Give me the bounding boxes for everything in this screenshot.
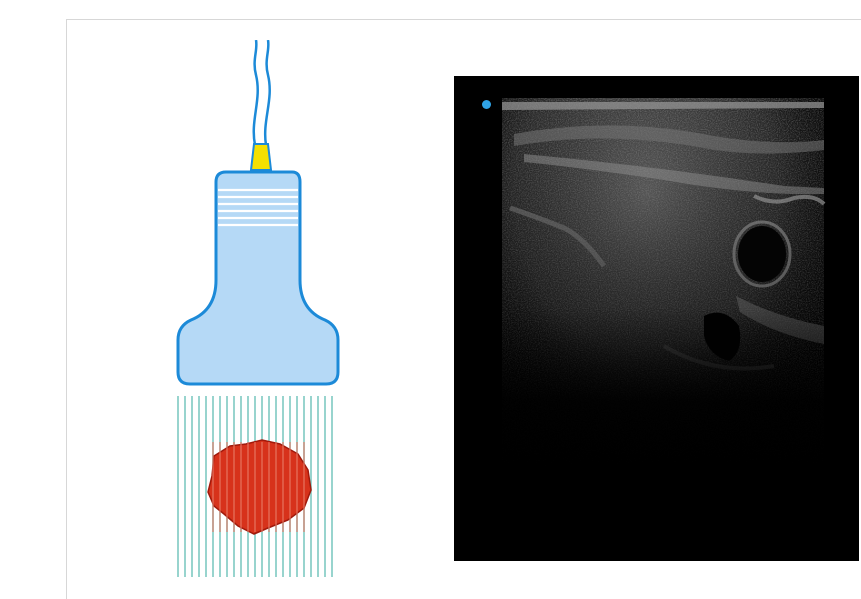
probe-connector (251, 144, 271, 170)
orientation-marker-icon (482, 100, 491, 109)
ultrasound-image (454, 76, 859, 561)
lesion-icon (208, 440, 311, 534)
probe-cable-right (265, 40, 270, 145)
probe-cable-left (254, 40, 258, 145)
transducer-diagram (150, 40, 370, 585)
scan-tissue (502, 98, 824, 478)
